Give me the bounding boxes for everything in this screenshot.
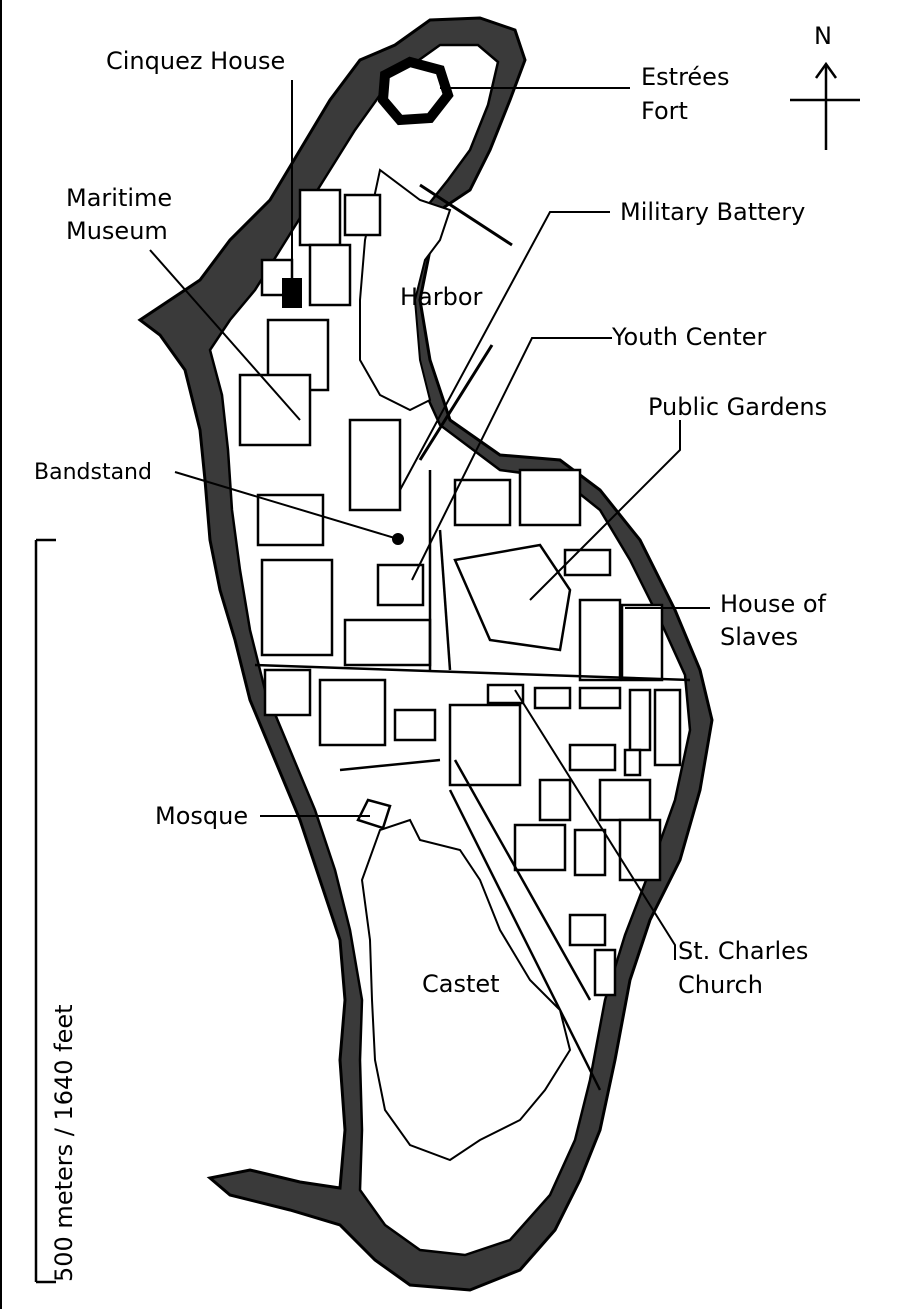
label-castet: Castet: [422, 970, 500, 998]
label-harbor: Harbor: [400, 283, 483, 311]
label-bandstand: Bandstand: [34, 460, 152, 485]
scale-bar: [34, 538, 56, 1284]
harbor-jetty-south: [418, 344, 494, 461]
harbor-water: [359, 168, 452, 412]
label-youth-center: Youth Center: [612, 323, 767, 351]
label-house-of-slaves-line1: House of: [720, 590, 826, 618]
label-estrees-fort-line1: Estrées: [641, 63, 730, 91]
label-cinquez-house: Cinquez House: [106, 47, 286, 75]
label-estrees-fort-line2: Fort: [641, 97, 688, 125]
label-house-of-slaves-line2: Slaves: [720, 623, 799, 651]
north-arrow: [790, 61, 860, 150]
leader-lines: [149, 80, 710, 960]
buildings-north: [238, 188, 432, 667]
harbor-jetty-north: [419, 183, 513, 247]
label-st-charles-church-line2: Church: [678, 971, 763, 999]
scale-label: 500 meters / 1640 feet: [50, 1004, 78, 1282]
castet-area: [360, 818, 572, 1162]
north-label: N: [814, 22, 832, 50]
buildings-east: [263, 468, 682, 997]
mosque-building: [356, 798, 392, 830]
label-public-gardens: Public Gardens: [648, 393, 828, 421]
label-mosque: Mosque: [155, 802, 249, 830]
label-maritime-museum-line1: Maritime: [66, 184, 173, 212]
label-maritime-museum-line2: Museum: [66, 217, 168, 245]
cinquez-house-building: [282, 278, 302, 308]
streets: [254, 470, 691, 1091]
label-st-charles-church-line1: St. Charles: [678, 937, 809, 965]
estrees-fort: [377, 56, 454, 126]
label-military-battery: Military Battery: [620, 198, 806, 226]
